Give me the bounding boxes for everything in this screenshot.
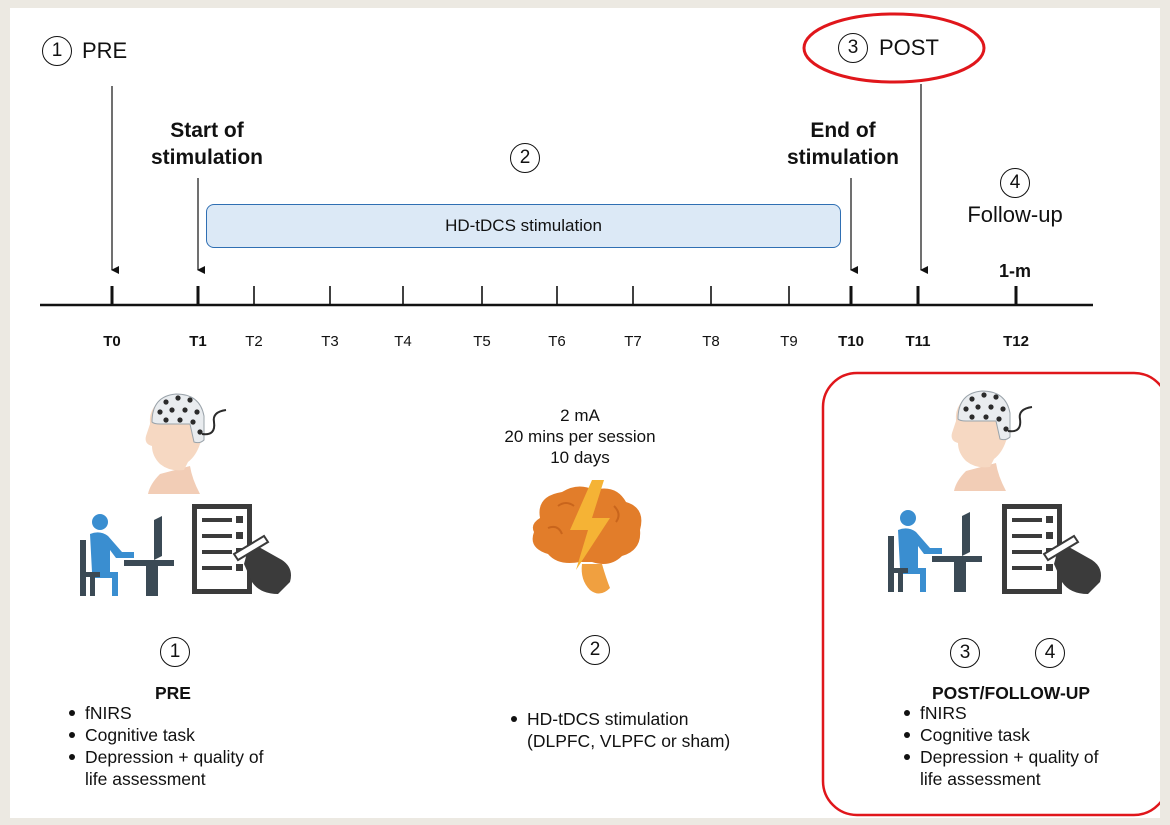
phase-2-number: 2 <box>519 147 531 168</box>
phase-4-number: 4 <box>1009 172 1021 193</box>
post-panel-number-circle-4: 4 <box>1035 638 1065 668</box>
phase-4-number-circle: 4 <box>1000 168 1030 198</box>
pre-panel-title: PRE <box>155 683 191 703</box>
timepoint-t10: T10 <box>838 333 864 350</box>
post-panel-title: POST/FOLLOW-UP <box>932 683 1091 703</box>
timepoint-t12: T12 <box>1003 333 1029 350</box>
post-item-depression: Depression + quality of <box>900 746 1170 768</box>
stim-panel-number-circle: 2 <box>580 635 610 665</box>
timepoint-t2: T2 <box>245 333 263 350</box>
person-at-computer-icon-post <box>888 510 982 592</box>
timepoint-t8: T8 <box>702 333 720 350</box>
end-label-line2: stimulation <box>786 146 899 169</box>
questionnaire-icon-post <box>1002 504 1101 594</box>
diagram-card: 1 PRE 3 POST Start of stimulation End of… <box>10 8 1160 818</box>
timepoint-t4: T4 <box>394 333 412 350</box>
timepoint-t6: T6 <box>548 333 566 350</box>
pre-panel-number-circle: 1 <box>160 637 190 667</box>
post-panel-list: fNIRS Cognitive task Depression + qualit… <box>900 702 1170 790</box>
stimulation-period-bar: HD-tDCS stimulation <box>206 204 841 248</box>
questionnaire-icon <box>192 504 291 594</box>
brain-stimulation-icon <box>532 480 642 594</box>
pre-panel-list: fNIRS Cognitive task Depression + qualit… <box>65 702 365 790</box>
stim-item-type: HD-tDCS stimulation <box>507 708 767 730</box>
pre-panel-number: 1 <box>169 641 181 662</box>
phase-1-number-circle: 1 <box>42 36 72 66</box>
stimulation-bar-label: HD-tDCS stimulation <box>445 216 602 235</box>
eeg-head-icon-post <box>951 390 1033 491</box>
timepoint-t1: T1 <box>189 333 207 350</box>
start-of-stimulation-label: Start of stimulation <box>132 117 282 171</box>
phase-post-label: POST <box>879 35 939 60</box>
phase-pre-label: PRE <box>82 38 128 63</box>
timeline-graphics <box>40 12 1160 817</box>
protocol-duration: 20 mins per session <box>504 427 656 446</box>
eeg-head-icon <box>145 393 227 494</box>
one-month-label: 1-m <box>998 261 1031 281</box>
phase-1-number: 1 <box>51 40 63 61</box>
end-of-stimulation-label: End of stimulation <box>768 117 918 171</box>
pre-item-fnirs: fNIRS <box>65 702 365 724</box>
stim-item-targets: (DLPFC, VLPFC or sham) <box>527 731 731 751</box>
phase-3-number-circle: 3 <box>838 33 868 63</box>
timepoint-t5: T5 <box>473 333 491 350</box>
post-item-depression-cont: life assessment <box>920 769 1041 789</box>
stim-panel-number: 2 <box>589 639 601 660</box>
protocol-details: 2 mA 20 mins per session 10 days <box>450 405 710 468</box>
pre-item-depression: Depression + quality of <box>65 746 365 768</box>
timepoint-t9: T9 <box>780 333 798 350</box>
phase-3-number: 3 <box>847 37 859 58</box>
protocol-days: 10 days <box>550 448 610 467</box>
person-at-computer-icon <box>80 514 174 596</box>
timepoint-t7: T7 <box>624 333 642 350</box>
protocol-current: 2 mA <box>560 406 600 425</box>
timepoint-t0: T0 <box>103 333 121 350</box>
timepoint-t11: T11 <box>905 333 931 350</box>
phase-follow-up-label: Follow-up <box>967 202 1063 227</box>
post-panel-number-circle-3: 3 <box>950 638 980 668</box>
end-label-line1: End of <box>810 119 876 142</box>
start-label-line1: Start of <box>170 119 244 142</box>
phase-2-number-circle: 2 <box>510 143 540 173</box>
pre-item-depression-cont: life assessment <box>85 769 206 789</box>
start-label-line2: stimulation <box>150 146 263 169</box>
timeline-ticks <box>110 286 1018 305</box>
timepoint-t3: T3 <box>321 333 339 350</box>
pre-item-cognitive-task: Cognitive task <box>65 724 365 746</box>
post-item-fnirs: fNIRS <box>900 702 1170 724</box>
post-panel-highlight <box>821 371 1160 817</box>
post-panel-number-3: 3 <box>959 642 971 663</box>
post-panel-number-4: 4 <box>1044 642 1056 663</box>
post-item-cognitive-task: Cognitive task <box>900 724 1170 746</box>
stim-panel-list: HD-tDCS stimulation (DLPFC, VLPFC or sha… <box>507 708 767 752</box>
post-highlight-ellipse <box>802 12 986 84</box>
